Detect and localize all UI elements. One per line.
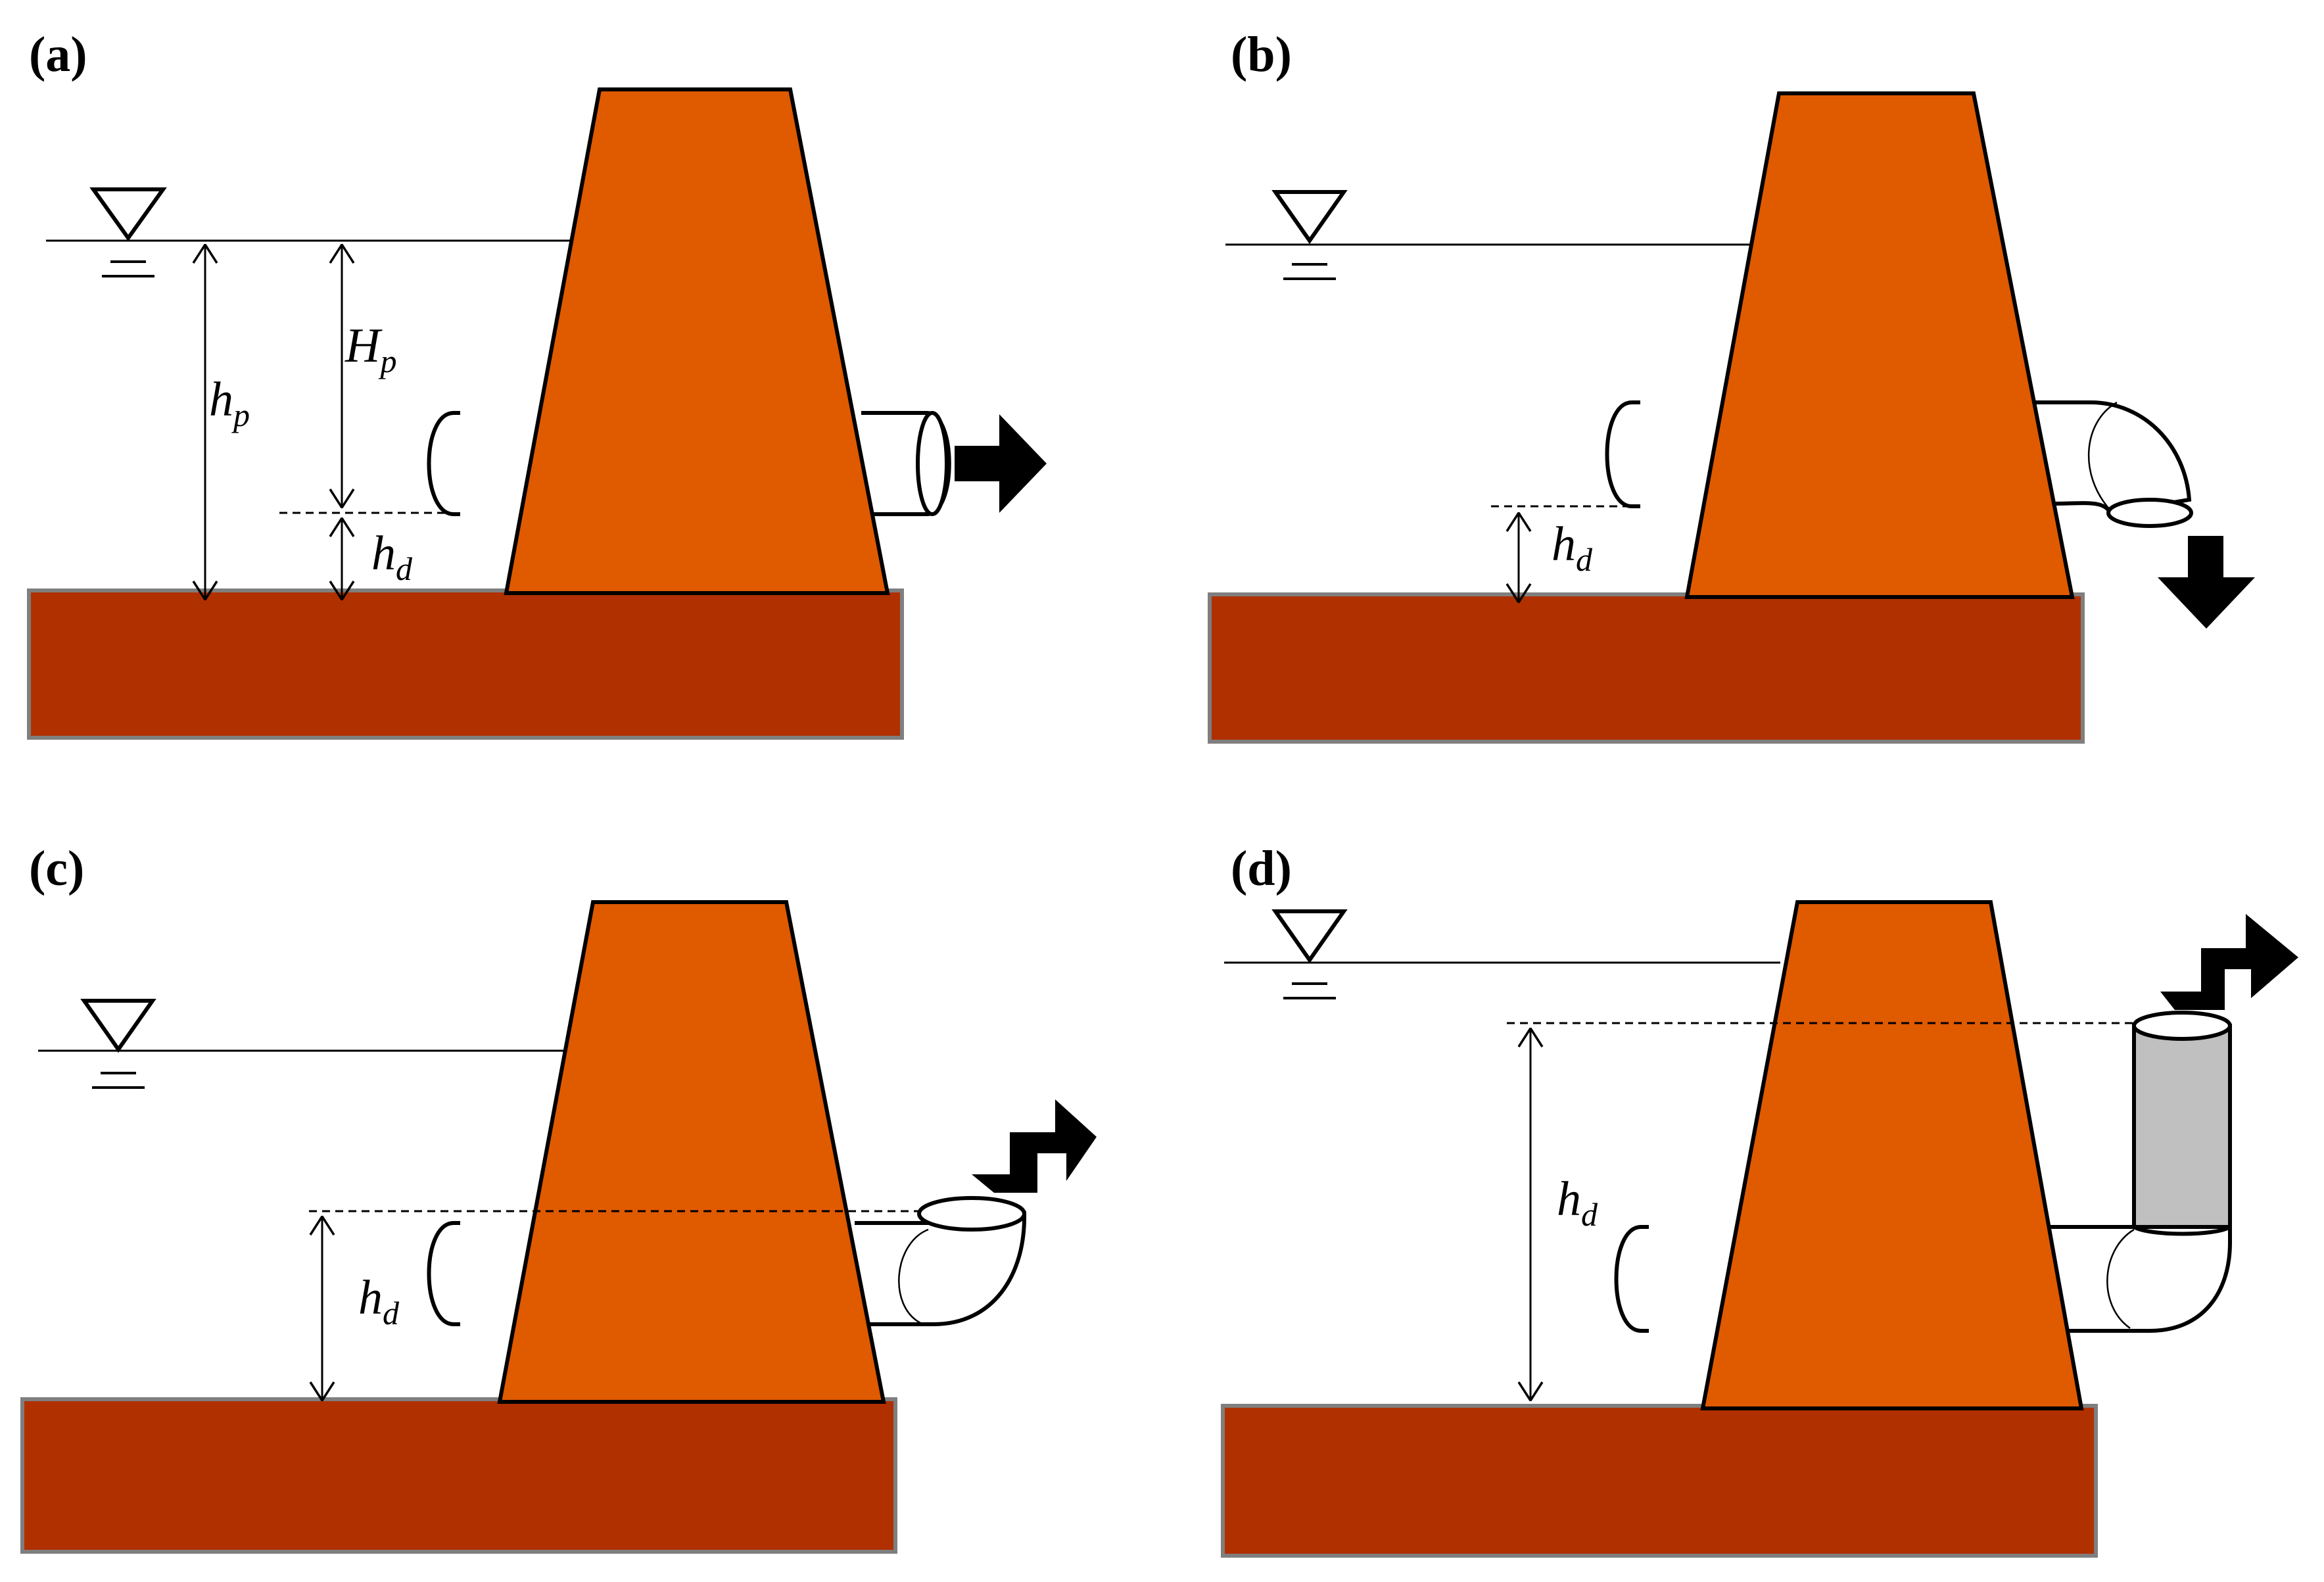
panel-d-dam [1700, 900, 2084, 1410]
hd-label: hd [1552, 517, 1593, 578]
panel-b-dam [1684, 91, 2075, 599]
panel-a: (a) hp Hp hd [27, 27, 1047, 740]
panel-a-dam [504, 87, 890, 595]
water-level-icon [1271, 909, 1348, 999]
water-level-icon [80, 999, 156, 1089]
panel-a-ground [27, 588, 904, 740]
panel-c-dam [497, 900, 886, 1404]
Hp-label: Hp [344, 319, 396, 379]
riser-standpipe [2132, 1024, 2232, 1229]
flow-direction-arrow-icon [2160, 914, 2298, 1010]
water-level-icon [1271, 190, 1348, 280]
panel-d: (d) hd [1221, 841, 2298, 1558]
panel-c-outlet-pipe [427, 1196, 1027, 1326]
panel-d-label: (d) [1231, 841, 1292, 896]
panel-b: (b) hd [1208, 27, 2255, 744]
panel-a-label: (a) [29, 27, 87, 82]
panel-a-outlet-pipe [427, 411, 951, 516]
panel-c: (c) hd [20, 841, 1097, 1554]
hp-label: hp [209, 373, 250, 433]
panel-b-label: (b) [1231, 27, 1292, 82]
panel-d-outlet-pipe [1614, 1011, 2232, 1333]
panel-b-ground [1208, 592, 2085, 744]
water-level-icon [89, 187, 167, 277]
hd-label: hd [1557, 1172, 1598, 1233]
flow-direction-arrow-icon [972, 1099, 1097, 1193]
panel-d-ground [1221, 1404, 2098, 1558]
panel-c-ground [20, 1397, 897, 1554]
hd-label: hd [371, 527, 413, 587]
panel-c-label: (c) [29, 841, 84, 896]
hd-label: hd [358, 1271, 400, 1331]
flow-direction-arrow-icon [2158, 536, 2255, 629]
flow-direction-arrow-icon [955, 414, 1047, 513]
